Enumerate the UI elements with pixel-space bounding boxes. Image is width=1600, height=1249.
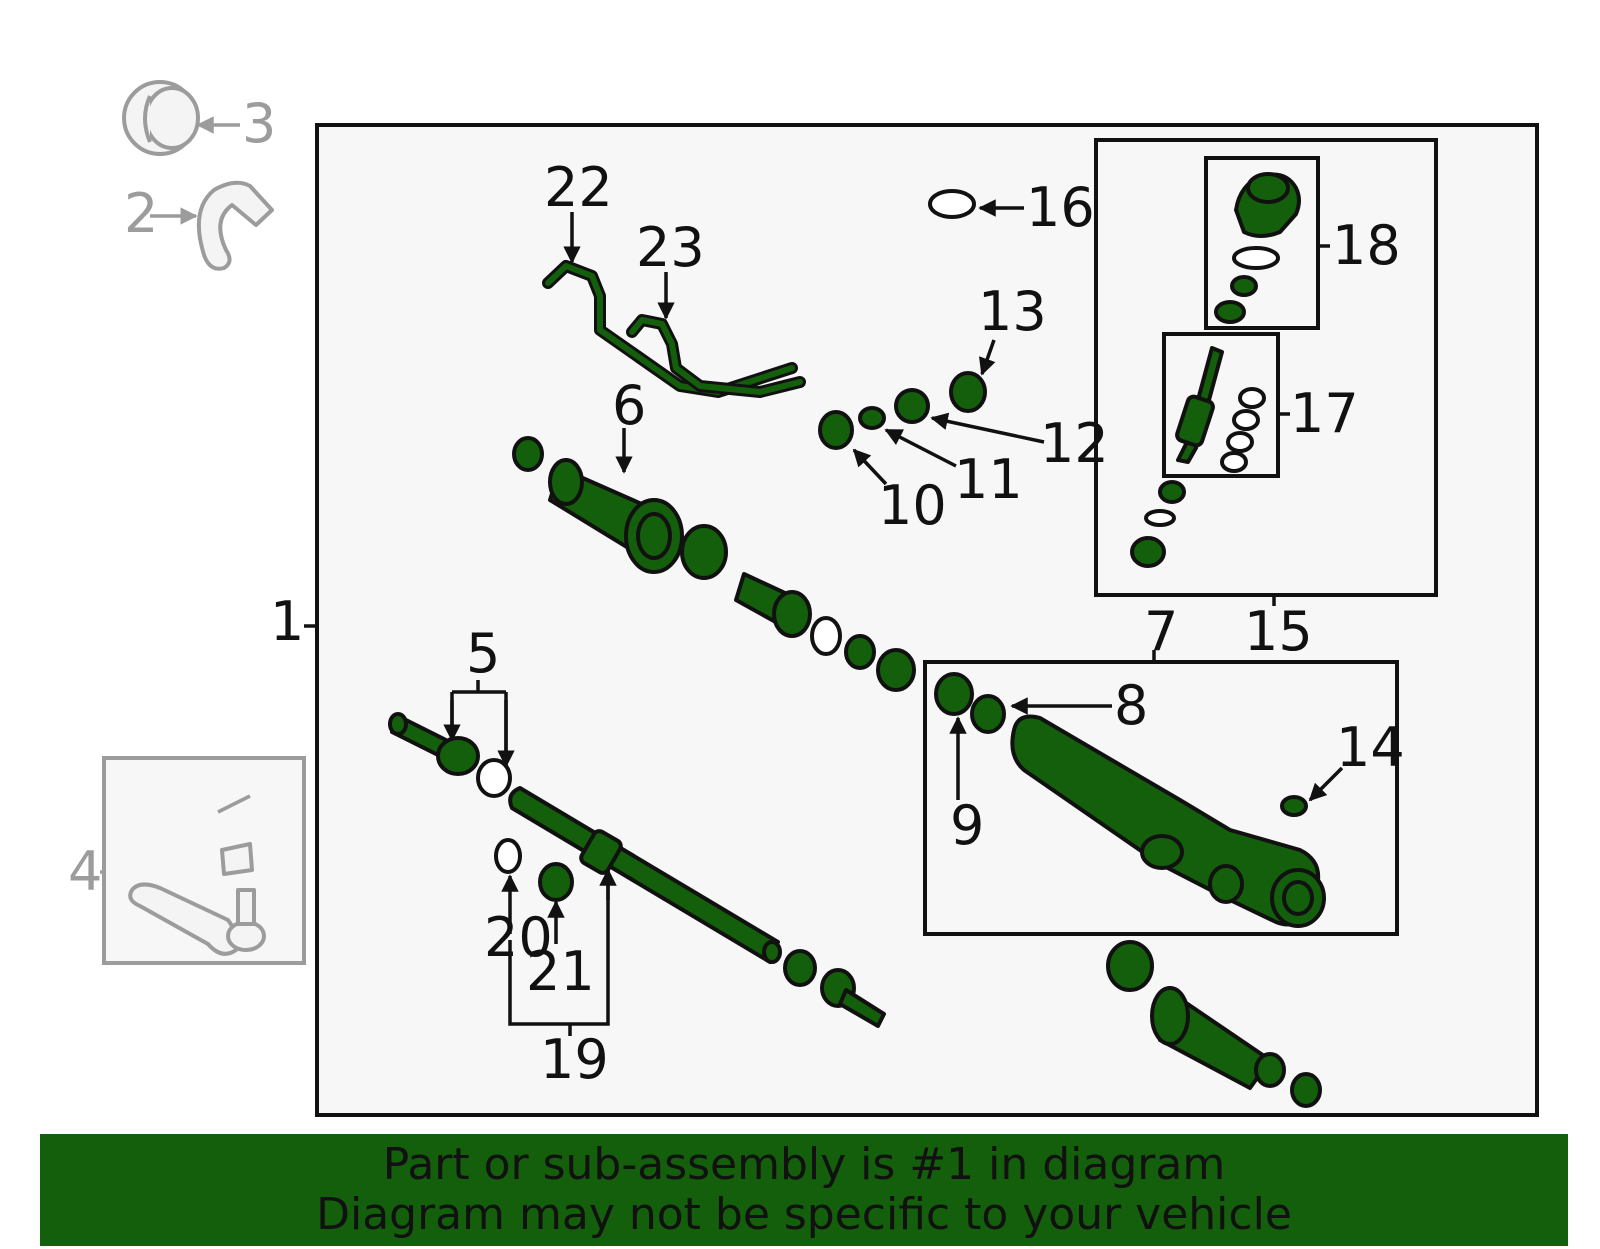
bushing-3 [122,80,200,156]
callout-4: 4 [68,840,102,903]
seal-8 [970,694,1006,734]
bellows-boot-lower [1150,986,1286,1090]
o-ring-a [810,616,842,656]
leader-11 [884,428,957,468]
clamp-a [680,524,728,580]
callout-11: 11 [954,448,1023,511]
callout-7: 7 [1144,600,1178,663]
callout-17: 17 [1290,382,1359,445]
valve-subassembly-box [1094,138,1438,597]
boot-clamp-lower [783,949,817,987]
seal-a [844,634,876,670]
valve-housing-18 [1214,172,1301,324]
leader-19 [508,870,610,1026]
leader-10 [852,448,888,486]
return-line-23 [626,314,806,398]
banner-line-2: Diagram may not be specific to your vehi… [316,1189,1292,1240]
rack-housing-7 [1010,714,1326,928]
o-ring-5 [476,758,512,798]
main-assembly-frame [315,123,1539,1117]
tie-rod-right [820,968,886,1028]
callout-12: 12 [1040,412,1109,475]
leader-13 [978,339,996,376]
valve-box [1162,332,1280,478]
o-ring-b [1144,509,1176,527]
callout-3: 3 [242,92,276,155]
rack-19 [508,786,782,964]
callout-5: 5 [466,622,500,685]
bearing-11 [858,406,886,430]
bellows-boot-6 [548,458,684,574]
seal-c [1158,480,1186,504]
control-valve-17 [1175,346,1266,473]
clamp-lower [1106,940,1154,992]
seal-10 [818,410,854,450]
seal-b [876,648,916,692]
boot-clamp-left [512,436,544,472]
callout-13: 13 [978,280,1047,343]
boot-clamp-right [1290,1072,1322,1108]
leader-14 [1308,766,1344,802]
callout-8: 8 [1114,674,1148,737]
callout-16: 16 [1026,176,1095,239]
seal-9 [934,672,974,716]
seal-12 [894,388,930,424]
seal-21 [538,862,574,902]
callout-9: 9 [950,794,984,857]
seal-d [1130,536,1166,568]
callout-1: 1 [270,590,304,653]
rack-housing-box [923,660,1399,936]
callout-2: 2 [124,182,158,245]
callout-20: 20 [484,906,553,969]
o-ring-20 [494,838,522,874]
o-ring-16 [928,189,976,219]
leader-5 [450,680,508,766]
callout-22: 22 [544,156,613,219]
tie-rod-end-4 [128,794,266,956]
cap-13 [949,371,987,413]
inner-tie-rod-5 [388,712,480,776]
disclaimer-banner: Part or sub-assembly is #1 in diagram Di… [40,1134,1568,1246]
callout-14: 14 [1336,716,1405,779]
callout-21: 21 [526,940,595,1003]
callout-18: 18 [1332,214,1401,277]
callout-23: 23 [636,216,705,279]
bushing-b [734,572,812,638]
leader-12 [930,412,1045,444]
housing-box [1204,156,1320,330]
callout-6: 6 [612,374,646,437]
clamp-2 [196,180,274,271]
cap-14 [1280,795,1308,817]
callout-15: 15 [1244,600,1313,663]
callout-10: 10 [878,474,947,537]
banner-line-1: Part or sub-assembly is #1 in diagram [382,1139,1226,1190]
callout-19: 19 [540,1028,609,1091]
